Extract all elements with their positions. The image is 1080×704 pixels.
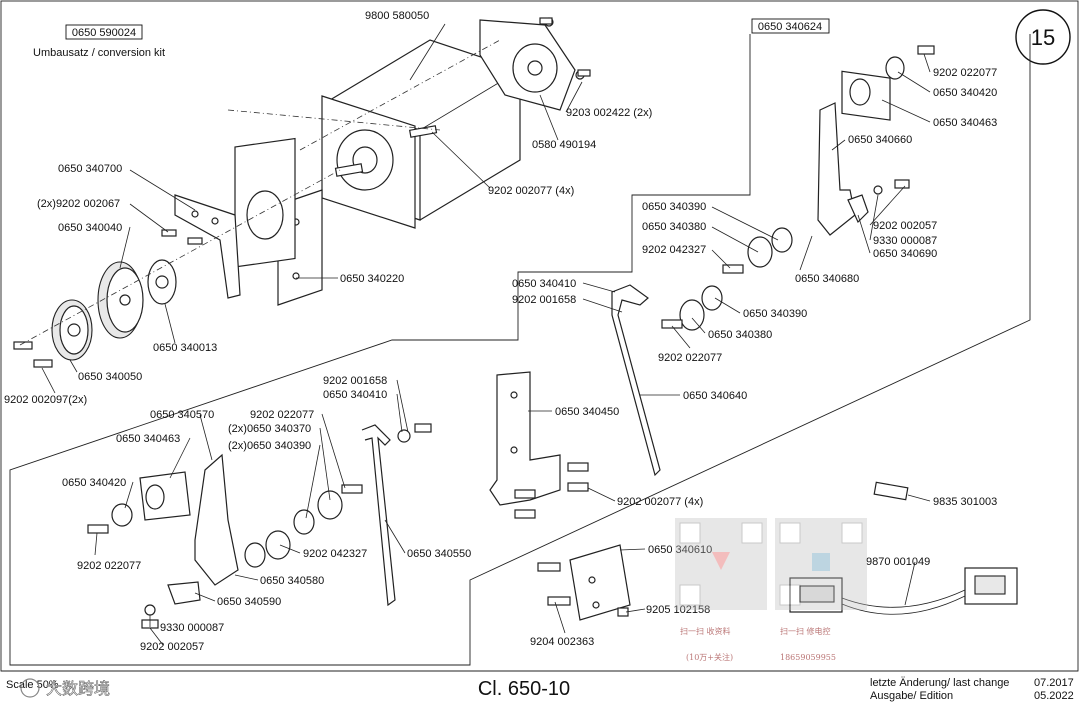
label-r-nut: 9202 002057 (873, 220, 937, 232)
label-l-screw-c: 9202 042327 (303, 548, 367, 560)
last-change-label: letzte Änderung/ last change (870, 677, 1009, 689)
qr-watermark-right (775, 518, 867, 610)
label-l-washer: 9330 000087 (160, 622, 224, 634)
timing-pulley-small (51, 299, 93, 361)
label-motor-screw: 9202 002077 (4x) (488, 185, 574, 197)
qr-watermark-left (675, 518, 767, 610)
edition-label: Ausgabe/ Edition (870, 690, 953, 702)
label-angle-bracket: 0650 340450 (555, 406, 619, 418)
label-grub-screw: 9205 102158 (646, 604, 710, 616)
last-change-date: 07.2017 (1034, 677, 1074, 689)
brand-watermark-text: 大数跨境 (46, 679, 110, 698)
label-l-screw-top: 9202 001658 (323, 375, 387, 387)
label-l-screw-a: 9202 022077 (250, 409, 314, 421)
kit-number-box (65, 24, 143, 40)
timing-pulley-large (97, 261, 144, 339)
label-l-link-small: 0650 340590 (217, 596, 281, 608)
label-r-block: 0650 340463 (933, 117, 997, 129)
label-l-screw-b: 9202 022077 (77, 560, 141, 572)
assembly-axis (19, 169, 341, 346)
label-r-spacer-a: 0650 340390 (642, 201, 706, 213)
label-l-nut: 9202 002057 (140, 641, 204, 653)
label-r-screw-c: 9202 001658 (512, 294, 576, 306)
small-screws-left (13, 17, 591, 368)
label-l-lever: 0650 340570 (150, 409, 214, 421)
kit-description: Umbausatz / conversion kit (33, 47, 165, 59)
bracket-upper (174, 194, 241, 299)
assembly-axis-rear (227, 109, 441, 131)
brand-watermark: 大数跨境 (20, 678, 110, 698)
label-pin: 9835 301003 (933, 496, 997, 508)
watermark-caption-right: 扫一扫 修电控 (780, 626, 831, 636)
angle-bracket (489, 371, 589, 519)
leader-lines (41, 23, 931, 646)
mounting-plate (537, 544, 631, 621)
label-gearmotor-screw: 9203 002422 (2x) (566, 107, 652, 119)
group-number: 0650 340624 (758, 21, 822, 33)
label-plate: 0650 340610 (648, 544, 712, 556)
label-r-spacer-b: 0650 340390 (743, 308, 807, 320)
label-r-rod: 0650 340640 (683, 390, 747, 402)
label-gearmotor: 0580 490194 (532, 139, 596, 151)
label-r-screw-top: 9202 022077 (933, 67, 997, 79)
label-bracket-screws: 9202 002077 (4x) (617, 496, 703, 508)
page-number: 15 (1031, 25, 1055, 50)
footer-scale: Scale 50% (6, 679, 59, 691)
label-plate-screw: 9204 002363 (530, 636, 594, 648)
label-r-rod-end: 0650 340680 (795, 273, 859, 285)
label-l-rod: 0650 340550 (407, 548, 471, 560)
kit-number: 0650 590024 (72, 27, 136, 39)
label-pulley-large: 0650 340040 (58, 222, 122, 234)
clamp-hub (147, 259, 177, 305)
label-screw-2097: 9202 002097(2x) (4, 394, 87, 406)
page-number-badge: 15 (1015, 9, 1071, 65)
label-r-lever: 0650 340660 (848, 134, 912, 146)
label-l-link-top: 0650 340410 (323, 389, 387, 401)
label-screw-2067: (2x)9202 002067 (37, 198, 120, 210)
label-l-bushing: 0650 340420 (62, 477, 126, 489)
watermark-caption-left: 扫一扫 收资料 (680, 626, 731, 636)
label-motor: 9800 580050 (365, 10, 429, 22)
group-number-box (751, 18, 830, 34)
lever-assembly-left (87, 423, 432, 629)
label-r-link-top: 0650 340410 (512, 278, 576, 290)
label-pulley-small: 0650 340050 (78, 371, 142, 383)
label-l-spacer-2x: (2x)0650 340370 (228, 423, 311, 435)
drawing-id: Cl. 650-10 (478, 678, 570, 700)
label-r-screw-d: 9202 022077 (658, 352, 722, 364)
lever-assembly-right (611, 45, 935, 477)
label-cable: 9870 001049 (866, 556, 930, 568)
watermark-sub-right: 18659059955 (780, 653, 836, 662)
label-r-bushing: 0650 340420 (933, 87, 997, 99)
label-bracket-upper: 0650 340700 (58, 163, 122, 175)
watermark-sub-left: (10万+关注) (686, 652, 733, 662)
motor-plate (234, 137, 323, 306)
label-r-washer: 9330 000087 (873, 235, 937, 247)
label-l-link: 0650 340580 (260, 575, 324, 587)
label-r-screw-b: 9202 042327 (642, 244, 706, 256)
label-r-bolt-a: 0650 340380 (642, 221, 706, 233)
label-l-bolt-2x: (2x)0650 340390 (228, 440, 311, 452)
pin (873, 481, 909, 501)
group-boundary-line (9, 34, 1031, 666)
label-r-bolt-b: 0650 340380 (708, 329, 772, 341)
label-hub: 0650 340013 (153, 342, 217, 354)
label-motor-plate: 0650 340220 (340, 273, 404, 285)
cable-harness (789, 567, 1018, 615)
part-labels: 9800 580050 0580 490194 9203 002422 (2x)… (4, 10, 997, 653)
edition-date: 05.2022 (1034, 690, 1074, 702)
label-l-block: 0650 340463 (116, 433, 180, 445)
label-r-link-small: 0650 340690 (873, 248, 937, 260)
